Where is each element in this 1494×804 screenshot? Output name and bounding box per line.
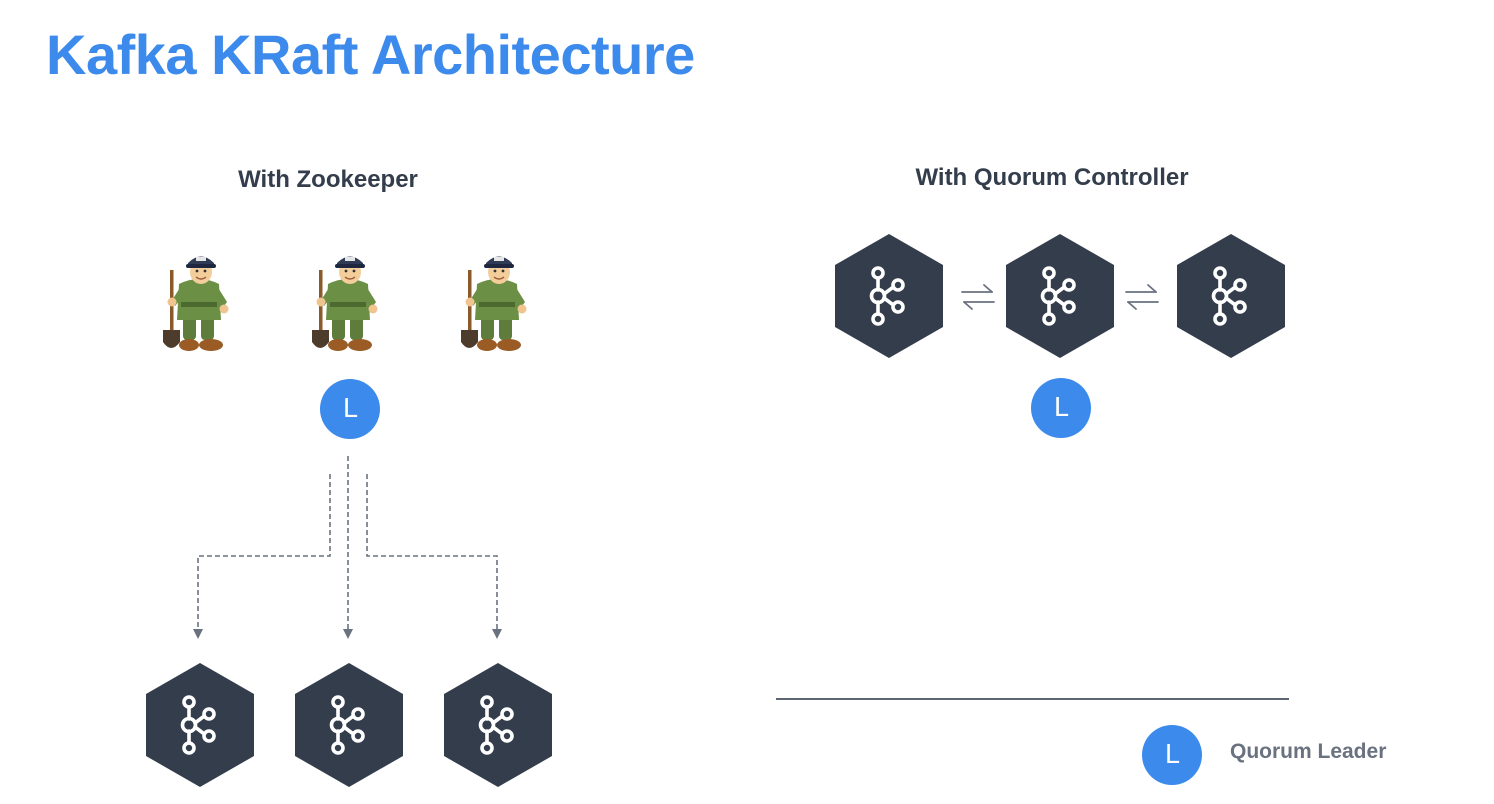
slide-title: Kafka KRaft Architecture	[46, 23, 695, 86]
quorum-section-heading: With Quorum Controller	[915, 164, 1189, 191]
bidirectional-arrows-icon	[1124, 282, 1160, 312]
kafka-controller-logo-icon	[1006, 234, 1114, 358]
kafka-controller-logo-icon	[1177, 234, 1285, 358]
legend-label: Quorum Leader	[1230, 740, 1387, 763]
kafka-controller-logo-icon	[835, 234, 943, 358]
legend-divider	[776, 698, 1289, 700]
quorum-leader-badge: L	[1031, 378, 1091, 438]
kafka-broker-logo-icon	[444, 663, 552, 787]
zookeeper-section-heading: With Zookeeper	[238, 166, 418, 193]
kafka-broker-logo-icon	[295, 663, 403, 787]
legend-leader-badge: L	[1142, 725, 1202, 785]
zookeeper-leader-badge: L	[320, 379, 380, 439]
zookeeper-broker-connectors	[193, 456, 502, 639]
bidirectional-arrows-icon	[960, 282, 996, 312]
kafka-broker-logo-icon	[146, 663, 254, 787]
